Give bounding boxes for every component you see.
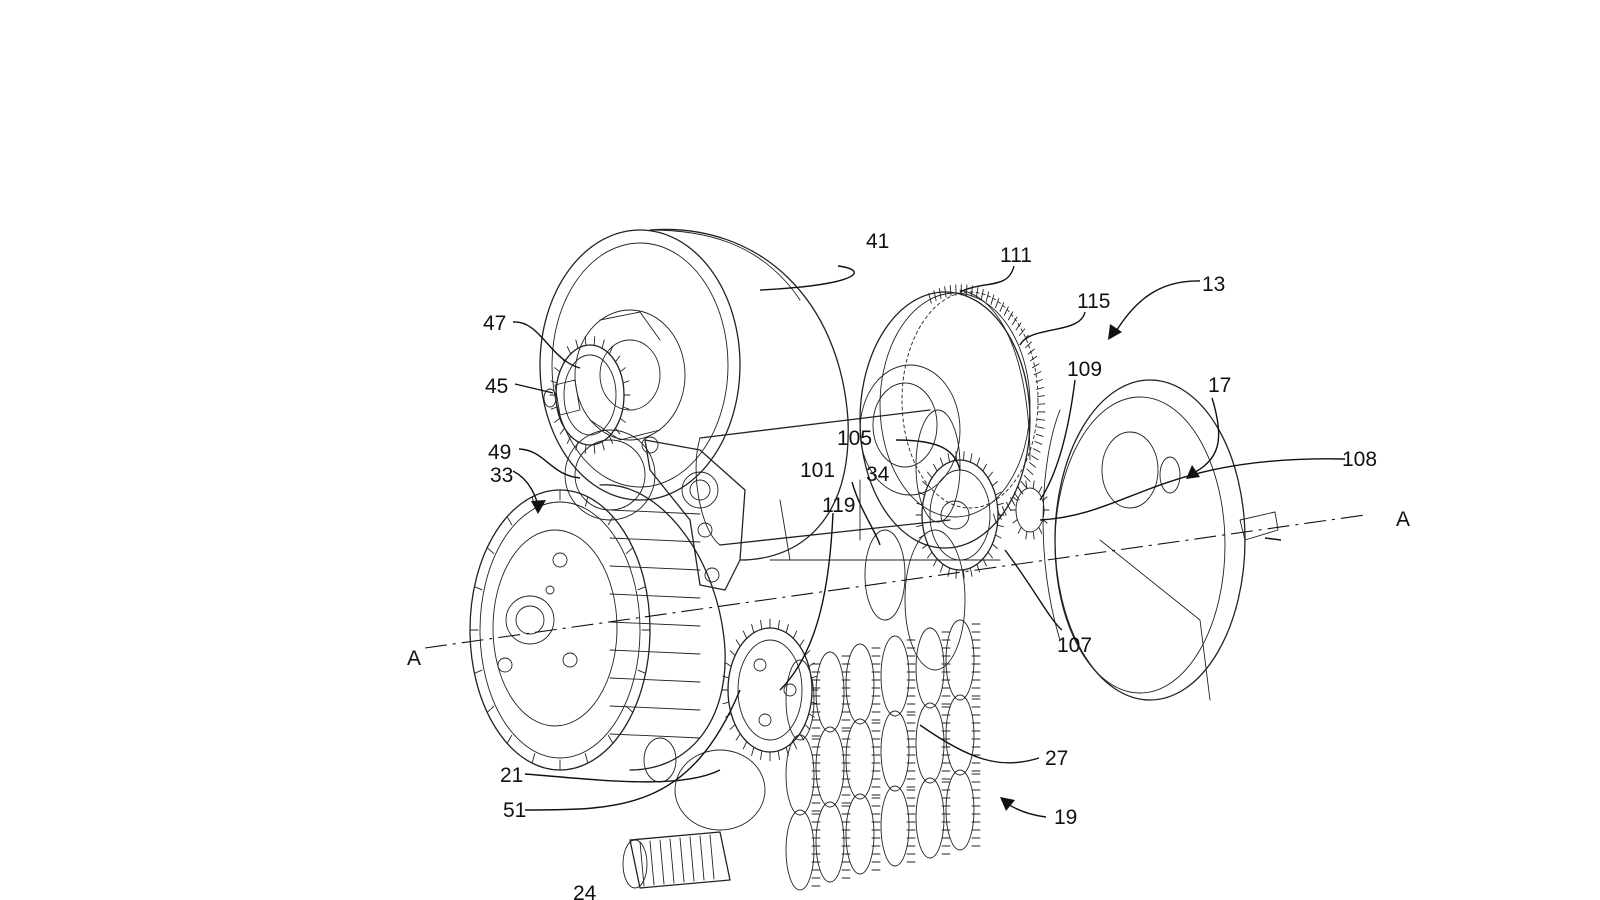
label-47: 47 (483, 312, 506, 335)
label-17: 17 (1208, 374, 1231, 397)
label-24: 24 (573, 882, 597, 900)
rear-drum-gear (859, 289, 1039, 549)
intermediate-gear-49 (564, 429, 656, 521)
label-51: 51 (503, 799, 526, 822)
label-45: 45 (485, 375, 508, 398)
label-107: 107 (1057, 634, 1092, 657)
gearbox-stack (769, 529, 1001, 891)
leader-lines (512, 265, 1346, 818)
label-axis-right: A (1396, 508, 1410, 531)
clutch-basket (469, 484, 726, 771)
label-115: 115 (1077, 290, 1110, 313)
reference-labels: 41 111 115 13 109 17 108 A 105 101 34 11… (407, 230, 1410, 900)
gear-111-teeth (928, 284, 1046, 524)
label-101: 101 (800, 459, 835, 482)
label-13: 13 (1202, 273, 1225, 296)
label-105: 105 (837, 427, 872, 450)
starter-gear (543, 336, 631, 454)
axis-line (424, 514, 1366, 649)
label-109: 109 (1067, 358, 1102, 381)
output-shaft (622, 831, 731, 889)
central-tube (695, 409, 961, 561)
label-33: 33 (490, 464, 513, 487)
generator-drum (539, 228, 849, 561)
crank-wheel (1042, 379, 1279, 701)
label-34: 34 (866, 463, 890, 486)
label-111: 111 (1000, 244, 1032, 267)
label-41: 41 (866, 230, 889, 253)
label-27: 27 (1045, 747, 1068, 770)
label-49: 49 (488, 441, 511, 464)
label-119: 119 (822, 494, 855, 517)
leader-arrowheads (531, 324, 1200, 811)
mounting-bracket (641, 436, 746, 591)
label-19: 19 (1054, 806, 1077, 829)
label-axis-left: A (407, 647, 421, 670)
lower-gears (643, 618, 819, 831)
label-21: 21 (500, 764, 523, 787)
label-108: 108 (1342, 448, 1377, 471)
